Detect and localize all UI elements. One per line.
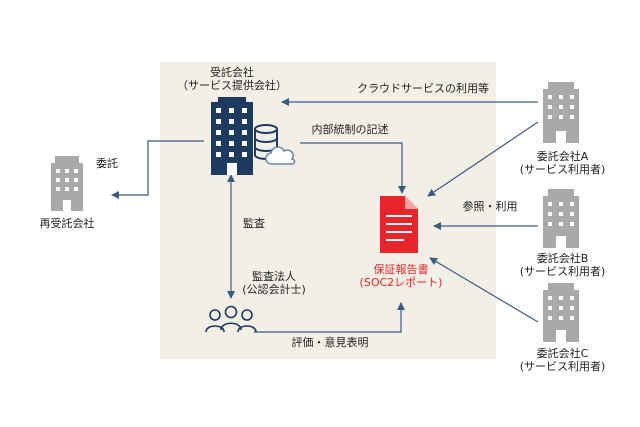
- subcontractor-label: 再受託会社: [39, 217, 95, 230]
- client-c-role: (サービス利用者): [519, 360, 606, 373]
- client-b-label: 委託会社B (サービス利用者): [515, 252, 610, 278]
- report-subtitle: (SOC2レポート): [359, 276, 443, 289]
- contractor-building-icon: [211, 97, 253, 175]
- report-document-icon: [380, 196, 418, 253]
- client-b-building-icon: [543, 189, 579, 248]
- edge-label-evaluation: 評価・意見表明: [291, 336, 369, 349]
- arrow-evaluation: [254, 302, 405, 333]
- auditor-name: 監査法人: [252, 270, 296, 283]
- auditor-role: (公認会計士): [242, 283, 306, 296]
- report-title: 保証報告書: [373, 263, 429, 276]
- auditor-label: 監査法人 (公認会計士): [234, 270, 314, 296]
- arrow-outsourcing: [111, 140, 204, 199]
- client-a-label: 委託会社A (サービス利用者): [515, 150, 610, 176]
- client-b-name: 委託会社B: [536, 252, 589, 265]
- client-a-role: (サービス利用者): [519, 163, 606, 176]
- client-c-label: 委託会社C (サービス利用者): [515, 347, 610, 373]
- arrow-client-a-reference: [427, 121, 539, 197]
- subcontractor-building-icon: [51, 156, 83, 211]
- client-c-building-icon: [543, 283, 579, 342]
- edge-label-internal-control: 内部統制の記述: [311, 123, 389, 136]
- arrow-internal-control: [300, 142, 406, 194]
- client-a-name: 委託会社A: [536, 150, 589, 163]
- arrow-client-c-reference: [429, 257, 539, 323]
- client-a-building-icon: [543, 82, 579, 143]
- edge-label-cloud-usage: クラウドサービスの利用等: [357, 82, 489, 95]
- client-b-role: (サービス利用者): [519, 265, 606, 278]
- edge-label-outsourcing: 委託: [96, 157, 118, 170]
- edge-label-reference: 参照・利用: [462, 200, 518, 213]
- cloud-icon: [265, 146, 296, 165]
- contractor-name: 受託会社: [210, 66, 254, 79]
- contractor-role: （サービス提供会社）: [177, 79, 287, 92]
- contractor-label: 受託会社 （サービス提供会社）: [172, 66, 292, 92]
- client-c-name: 委託会社C: [536, 347, 589, 360]
- edge-label-audit: 監査: [243, 217, 265, 230]
- auditor-people-icon: [205, 305, 257, 333]
- report-label: 保証報告書 (SOC2レポート): [346, 263, 456, 289]
